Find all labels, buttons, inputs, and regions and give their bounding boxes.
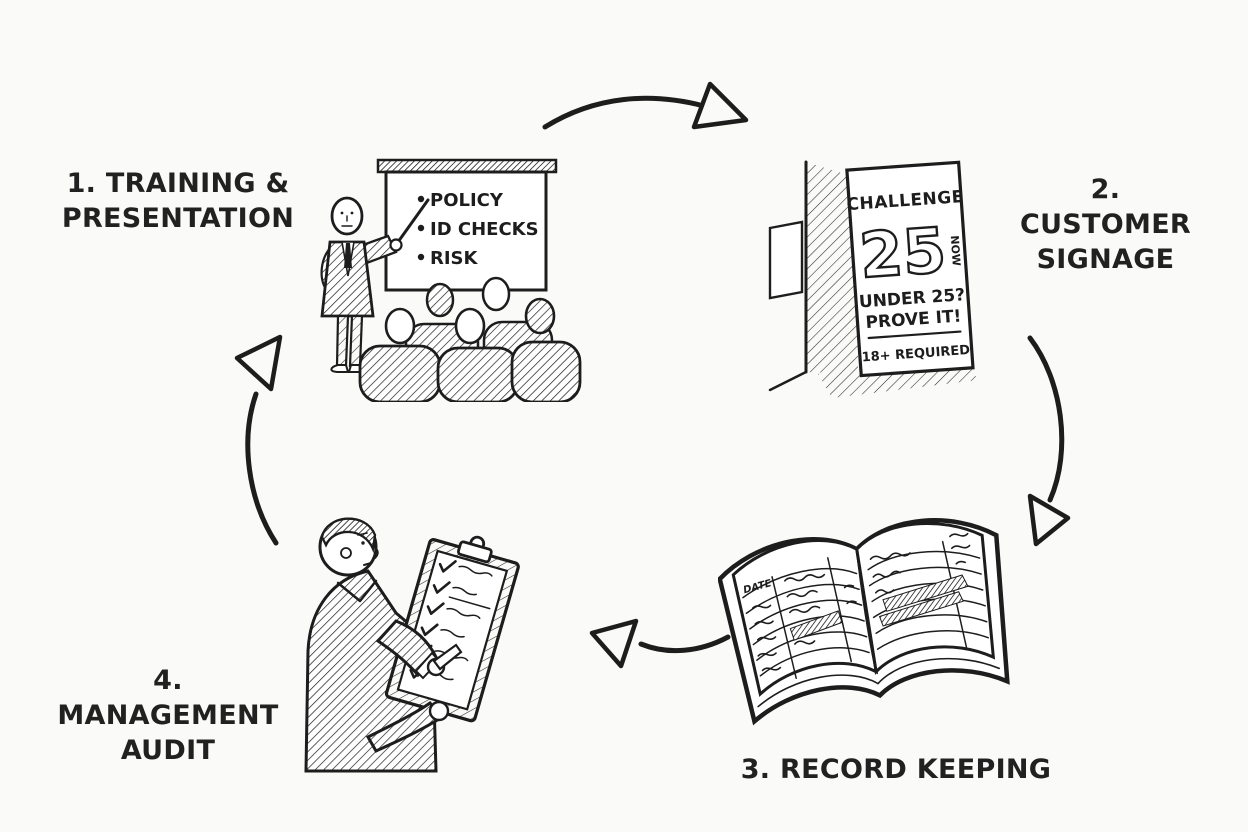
audience — [358, 276, 582, 402]
step2-label-line1: 2. CUSTOMER — [1019, 174, 1192, 241]
step1-label-line1: 1. TRAINING & — [66, 168, 290, 199]
wall-hatching — [806, 162, 858, 374]
auditor-eye — [361, 541, 365, 545]
step1-label-line2: PRESENTATION — [61, 203, 295, 235]
step1-label: 1. TRAINING & PRESENTATION — [48, 166, 308, 236]
presenter-tie — [344, 243, 352, 268]
book-spine — [855, 548, 878, 673]
board-item-policy: POLICY — [430, 190, 504, 211]
wall-corner — [768, 160, 978, 398]
board-item-id-checks: ID CHECKS — [430, 219, 539, 240]
page-edge-line — [877, 657, 1000, 685]
left-page-hatched-entry — [789, 610, 843, 641]
right-page-hatched-entry — [882, 574, 969, 612]
board-top-rail — [376, 158, 558, 174]
record-keeping-scene: DATE — [718, 518, 1010, 726]
auditor-hair — [320, 517, 377, 554]
audience-chair-back — [510, 340, 582, 402]
training-presentation-scene: POLICY ID CHECKS RISK — [320, 158, 582, 402]
step2-label-line2: SIGNAGE — [1036, 244, 1175, 276]
presenter-eye — [350, 211, 354, 215]
arrowhead-right-icon — [691, 81, 749, 130]
bullet-dot — [417, 195, 425, 203]
arrowhead-down-icon — [1027, 493, 1071, 547]
auditor-eyebrow — [357, 532, 368, 536]
arrowhead-left-icon — [589, 618, 639, 669]
clipboard-clip — [456, 540, 493, 564]
right-page-scribbles — [869, 532, 971, 594]
arrow-step4-to-step1 — [234, 334, 283, 546]
step3-label: 3. RECORD KEEPING — [740, 754, 1052, 785]
audience-head — [425, 282, 455, 318]
board-surface — [384, 170, 548, 292]
management-audit-scene — [304, 517, 520, 773]
challenge-25-poster: CHALLENGE 25 NOW UNDER 25? PROVE IT! 18+… — [845, 160, 975, 378]
left-page-scribbles — [751, 573, 857, 672]
left-page-grid — [742, 557, 870, 680]
auditor-collar — [336, 579, 378, 603]
floor-line — [768, 370, 808, 392]
step4-label-line1: 4. MANAGEMENT — [57, 665, 279, 732]
step2-label: 2. CUSTOMER SIGNAGE — [1008, 172, 1203, 277]
ledger-book: DATE — [718, 518, 1010, 726]
pointer-stick — [396, 198, 430, 244]
presenter-hand — [389, 238, 403, 252]
presentation-board: POLICY ID CHECKS RISK — [376, 158, 558, 292]
audience-chair-back — [358, 344, 442, 402]
step4-label: 4. MANAGEMENT AUDIT — [38, 663, 298, 768]
bullet-dot — [417, 224, 425, 232]
arrow-step1-to-step2 — [542, 81, 749, 130]
presenter-shoe — [330, 364, 350, 373]
presenter-leg — [335, 314, 350, 368]
step4-label-line2: AUDIT — [120, 735, 216, 767]
auditor-ear — [340, 547, 352, 559]
page-edge-line — [757, 674, 879, 708]
right-page-hatched-entry — [878, 591, 964, 627]
board-item-risk: RISK — [430, 248, 479, 269]
arrowhead-up-icon — [234, 334, 283, 392]
customer-signage-scene: CHALLENGE 25 NOW UNDER 25? PROVE IT! 18+… — [768, 160, 978, 398]
sign-side-word: NOW — [948, 235, 963, 267]
bullet-dot — [417, 253, 425, 261]
auditor-arms — [365, 619, 463, 753]
audience-head — [454, 307, 486, 345]
wall-mounted-box — [768, 220, 804, 300]
presenter-eye — [340, 211, 344, 215]
presenter-face-lines — [341, 215, 353, 227]
audience-head — [384, 307, 416, 345]
auditor-nose-mouth — [363, 546, 379, 566]
auditor-pointing-finger — [432, 643, 463, 671]
sign-big-number: 25 — [857, 213, 948, 292]
poster-sheet — [845, 160, 975, 378]
audience-head — [524, 297, 556, 335]
auditor-upper-arm — [375, 619, 438, 678]
arrow-step2-to-step3 — [1027, 335, 1071, 547]
presenter-figure — [320, 196, 430, 373]
audience-head — [481, 276, 511, 312]
audit-clipboard — [384, 535, 520, 723]
sign-divider — [867, 330, 962, 340]
arrow-step3-to-step4 — [589, 618, 731, 669]
auditor-holding-hand — [428, 700, 450, 722]
audience-chair-back — [436, 346, 520, 402]
